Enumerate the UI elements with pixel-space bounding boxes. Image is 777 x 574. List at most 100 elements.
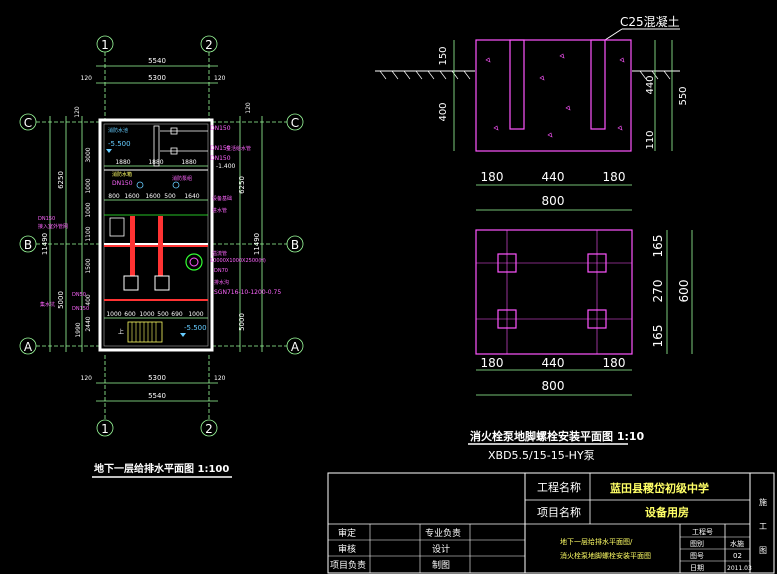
pump-1 bbox=[123, 275, 139, 291]
dim-right-upper: 6250 bbox=[238, 176, 246, 194]
dim-row3-c: 1000 bbox=[139, 311, 154, 318]
drain-1 bbox=[136, 181, 144, 189]
dim-row1-a: 1880 bbox=[115, 159, 130, 166]
dim-row2-a: 800 bbox=[108, 193, 120, 200]
tb-check-label: 审核 bbox=[338, 543, 356, 555]
note-10: 集水坑 bbox=[40, 301, 55, 308]
axis-label-A-right: A bbox=[291, 340, 300, 354]
axis-bubble-1-bottom bbox=[96, 419, 114, 437]
tb-date-label: 日期 bbox=[690, 564, 704, 572]
dn-label-1: DN150 bbox=[210, 125, 231, 132]
fire-box-label: DN150 bbox=[38, 216, 55, 222]
axis-label-B-right: B bbox=[291, 238, 299, 252]
pipe-riser-top bbox=[153, 125, 160, 167]
concrete-leader bbox=[604, 28, 623, 41]
dim-wall-top-l: 120 bbox=[81, 75, 93, 82]
plan-outer-wall bbox=[98, 118, 214, 352]
level-top: -5.500 bbox=[108, 140, 131, 148]
plan-drawing: 1 2 5540 5300 120 120 1 2 5300 5540 120 … bbox=[19, 35, 304, 478]
stairs bbox=[127, 321, 163, 343]
dim-left-top-wall: 120 bbox=[74, 106, 81, 118]
bolt-hole-1 bbox=[497, 253, 517, 273]
bolt-hole-2 bbox=[587, 253, 607, 273]
note-8: 溢流管 bbox=[212, 250, 227, 257]
level-marker-top bbox=[106, 149, 112, 153]
dim-v-165a: 165 bbox=[651, 235, 665, 258]
dim-bot-180a: 180 bbox=[481, 356, 504, 370]
dn-label-6: DN50 bbox=[72, 292, 86, 298]
level-right: -1.400 bbox=[216, 163, 236, 170]
tank-circle-inner bbox=[189, 257, 199, 267]
anchor-bolt-hole-1 bbox=[509, 39, 525, 130]
dim-top-180b: 180 bbox=[603, 170, 626, 184]
dim-h-110: 110 bbox=[645, 130, 656, 149]
dn-label-4: DN150 bbox=[112, 180, 133, 187]
dim-h-550: 550 bbox=[678, 86, 689, 105]
axis-label-1-bottom: 1 bbox=[101, 422, 109, 436]
dim-row2-d: 500 bbox=[164, 193, 176, 200]
note-1: 消防水池 bbox=[108, 127, 128, 134]
dim-row3-e: 690 bbox=[171, 311, 183, 318]
dim-top-180a: 180 bbox=[481, 170, 504, 184]
dn-label-7: DN150 bbox=[72, 306, 89, 312]
tb-date: 2011.03 bbox=[727, 565, 752, 572]
pump-2 bbox=[154, 275, 170, 291]
dim-overall-top: 5540 bbox=[148, 57, 166, 65]
tb-project-no-label: 工程号 bbox=[692, 527, 713, 536]
note-4: 消防泵组 bbox=[172, 175, 192, 182]
concrete-label: C25混凝土 bbox=[620, 14, 680, 29]
ground-hatch bbox=[379, 70, 671, 80]
fire-box bbox=[109, 217, 125, 237]
detail-title: 消火栓泵地脚螺栓安装平面图 1:10 bbox=[470, 429, 645, 443]
dn-label-2: DN150 bbox=[210, 145, 231, 152]
dim-left-1990: 1990 bbox=[75, 322, 82, 337]
foundation-section bbox=[475, 39, 632, 152]
tb-drawing-name-1: 地下一层给排水平面图/ bbox=[560, 537, 633, 546]
dim-right-top: 120 bbox=[245, 102, 252, 114]
tb-discipline-label: 图别 bbox=[690, 539, 704, 548]
dim-overall-bottom: 5540 bbox=[148, 392, 166, 400]
dim-h-400: 400 bbox=[438, 102, 449, 121]
tb-drafting-label: 制图 bbox=[432, 559, 450, 571]
dim-bot-800: 800 bbox=[542, 379, 565, 393]
note-5: 设备基础 bbox=[212, 195, 232, 202]
tb-item-name: 设备用房 bbox=[645, 505, 689, 519]
dim-h-150: 150 bbox=[438, 46, 449, 65]
dim-right-lower: 5000 bbox=[238, 313, 246, 331]
dim-wall-top-r: 120 bbox=[214, 75, 226, 82]
dn-label-3: DN150 bbox=[210, 155, 231, 162]
drain-2 bbox=[172, 181, 180, 189]
tb-side-mark-1: 施 bbox=[759, 497, 767, 507]
dim-wall-bot-l: 120 bbox=[81, 375, 93, 382]
stairs-up-label: 上 bbox=[118, 328, 124, 336]
foundation-plan bbox=[475, 229, 633, 355]
dim-left-2440: 2440 bbox=[85, 316, 92, 331]
level-marker-bottom bbox=[180, 333, 186, 337]
dim-row2-c: 1600 bbox=[145, 193, 160, 200]
tb-project-name: 蓝田县稷岱初级中学 bbox=[610, 481, 709, 495]
dim-bot-440: 440 bbox=[542, 356, 565, 370]
dim-row3-b: 600 bbox=[124, 311, 136, 318]
tb-side-mark-2: 工 bbox=[759, 522, 767, 531]
dim-v-270: 270 bbox=[651, 280, 665, 303]
note-3: 消防水箱 bbox=[112, 171, 132, 178]
dim-row2-e: 1640 bbox=[184, 193, 199, 200]
dim-right-total: 11490 bbox=[253, 233, 261, 255]
pump-model: XBD5.5/15-15-HY泵 bbox=[488, 449, 595, 462]
dim-row1-c: 1880 bbox=[181, 159, 196, 166]
dim-h-440: 440 bbox=[645, 75, 656, 94]
tb-project-name-label: 工程名称 bbox=[537, 480, 581, 494]
axis-label-C-right: C bbox=[291, 116, 299, 130]
title-block: 审定 审核 项目负责 专业负责 设计 制图 工程名称 蓝田县稷岱初级中学 项目名… bbox=[327, 472, 775, 574]
dim-v-600: 600 bbox=[677, 280, 691, 303]
axis-label-2-bottom: 2 bbox=[205, 422, 213, 436]
tank-spec: 10000X1000X2500(H) bbox=[210, 258, 266, 264]
dim-left-3000: 3000 bbox=[85, 147, 92, 162]
tank-circle bbox=[185, 253, 203, 271]
tb-discipline: 水施 bbox=[730, 539, 744, 548]
dim-left-1000a: 1000 bbox=[85, 178, 92, 193]
dim-left-upper: 6250 bbox=[57, 171, 65, 189]
dim-left-1100: 1100 bbox=[85, 226, 92, 241]
tb-drawing-name-2: 消火栓泵地脚螺栓安装平面图 bbox=[560, 551, 651, 560]
axis-label-C-left: C bbox=[24, 116, 32, 130]
